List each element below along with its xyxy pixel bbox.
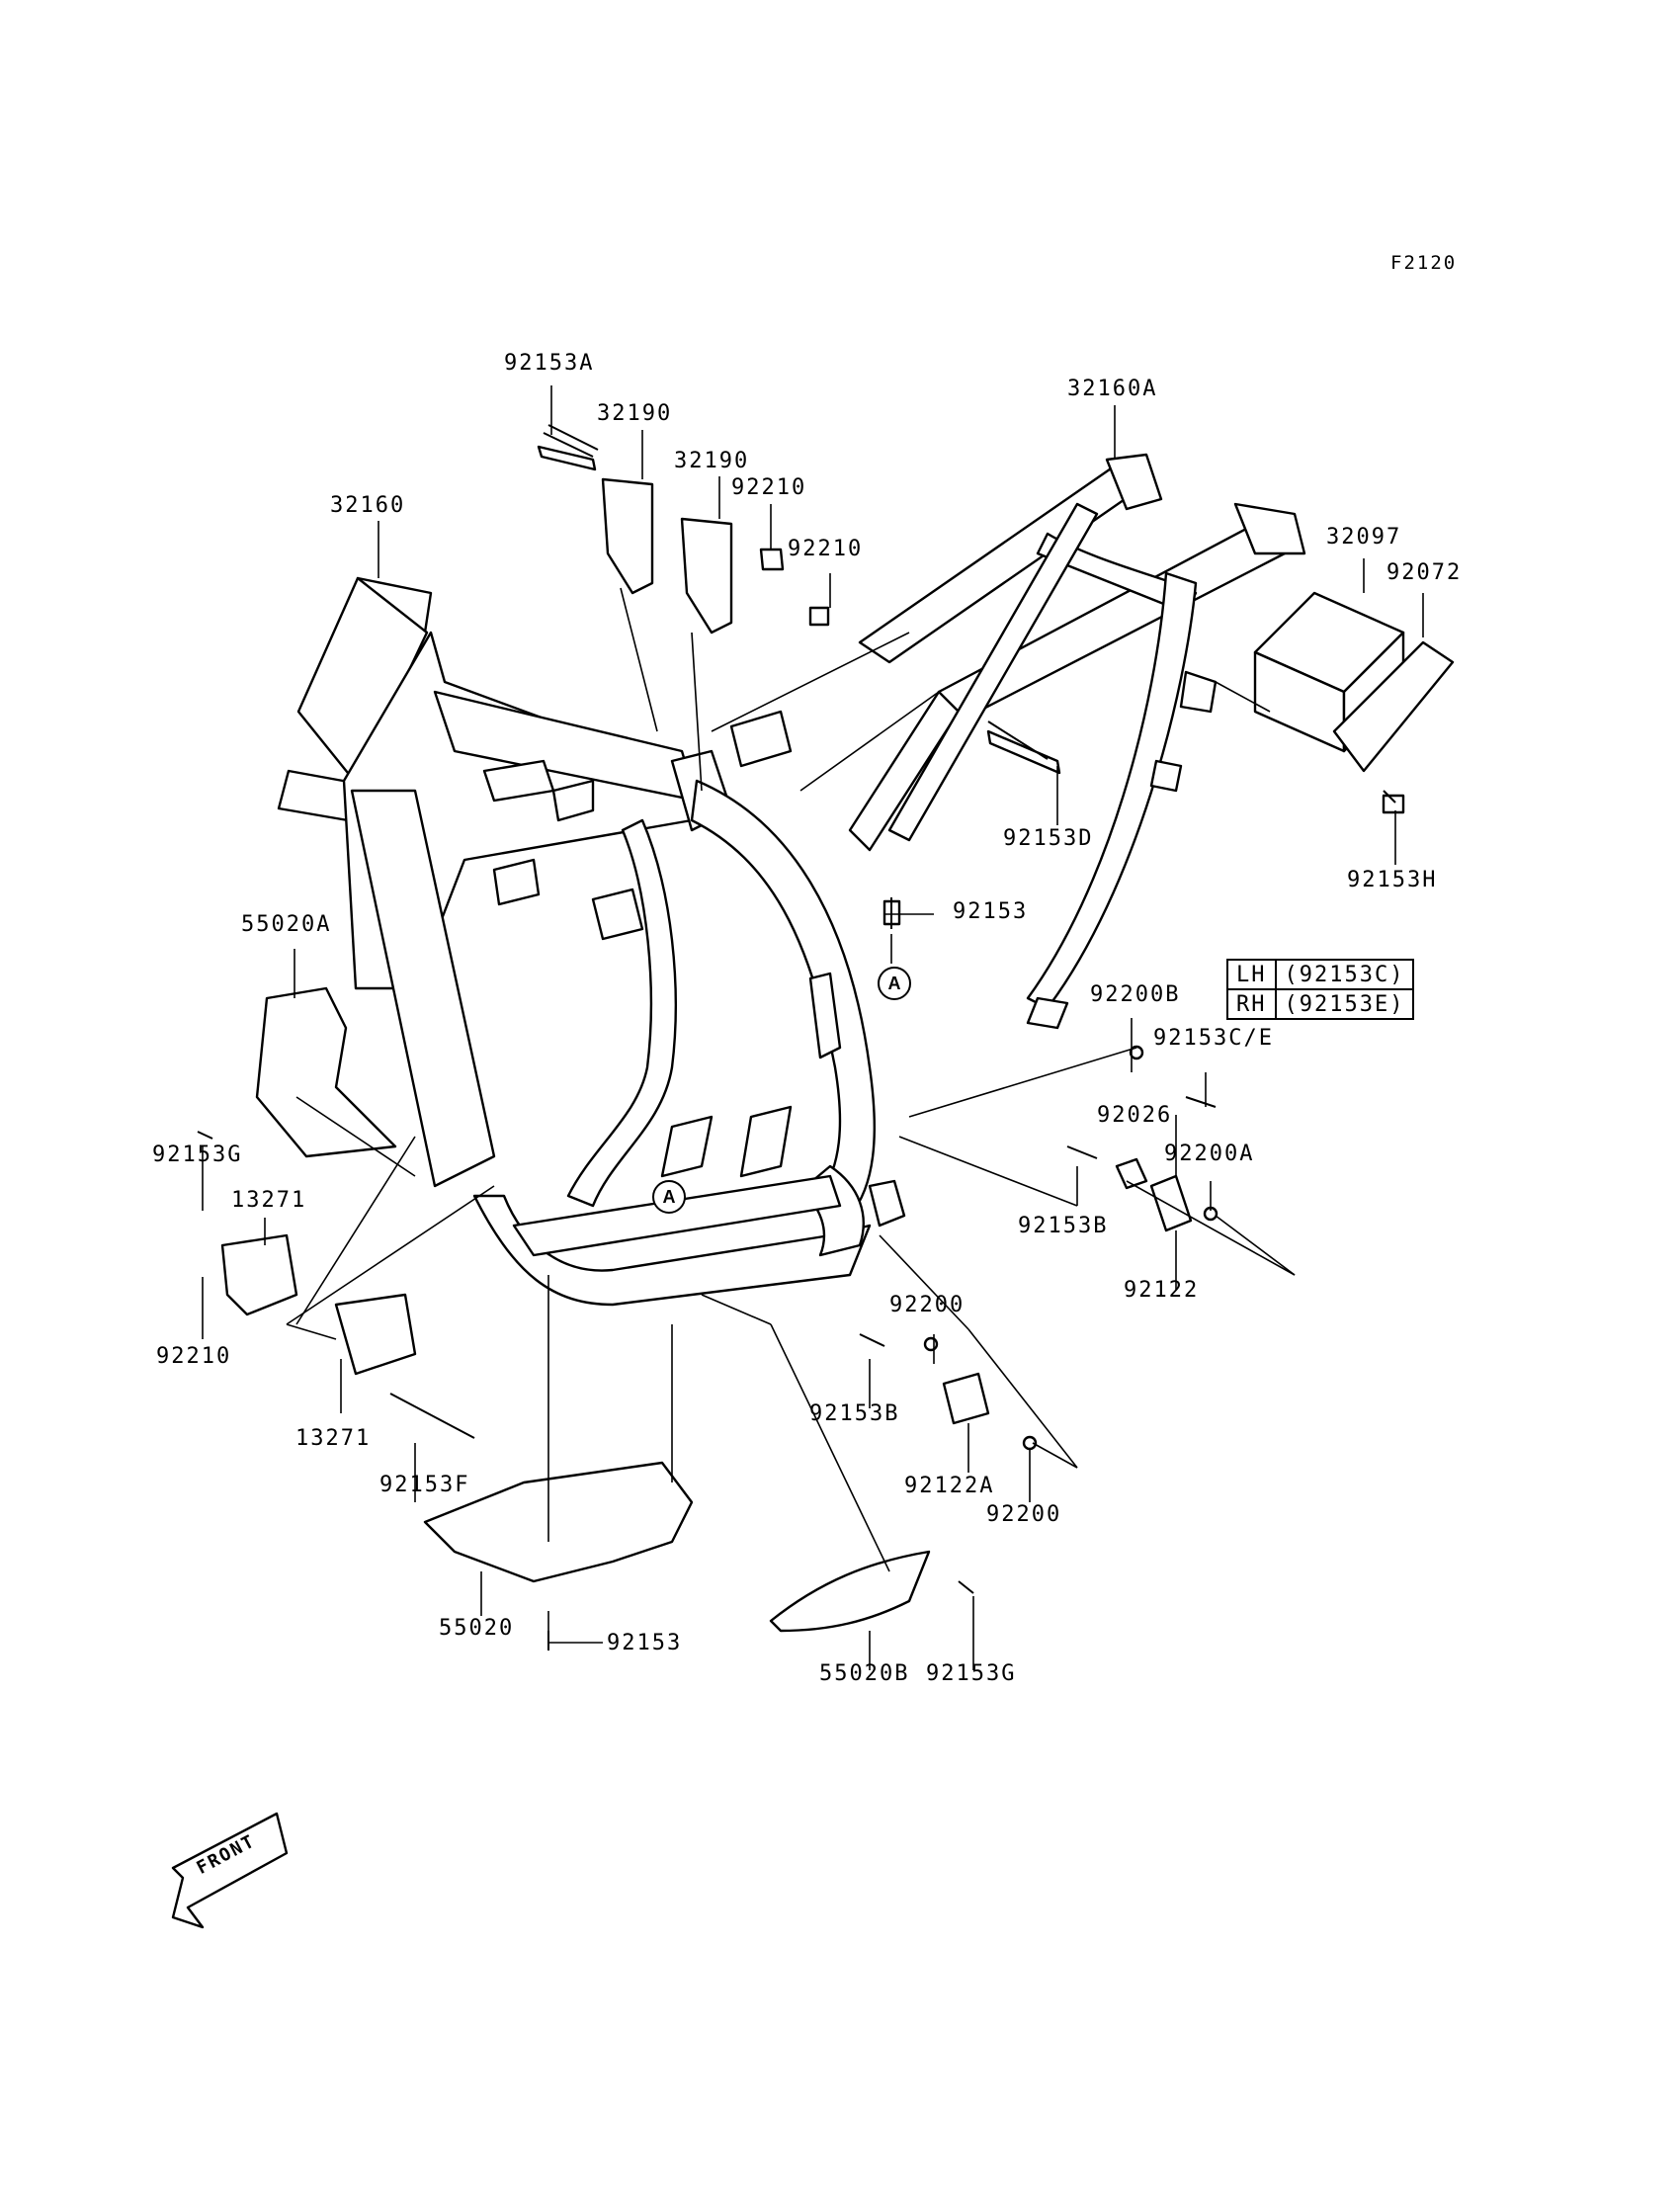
label-92210-b: 92210 [788, 537, 864, 561]
label-92153D: 92153D [1003, 826, 1094, 851]
label-92200-b: 92200 [986, 1502, 1062, 1527]
label-32097: 32097 [1326, 525, 1402, 550]
label-92122A: 92122A [904, 1474, 995, 1498]
bolts [197, 424, 1396, 1651]
leader-lines [202, 385, 1424, 1670]
label-92200B: 92200B [1090, 982, 1181, 1007]
part-cell: (92153E) [1274, 988, 1415, 1020]
cdi-unit [1253, 591, 1455, 773]
label-32190-a: 32190 [597, 401, 673, 426]
label-92200-a: 92200 [889, 1293, 966, 1317]
table-row: LH (92153C) [1226, 959, 1415, 990]
label-13271-b: 13271 [295, 1426, 372, 1451]
frame-assembly [277, 576, 906, 1307]
engine-brackets [537, 445, 1405, 926]
label-92153B-b: 92153B [809, 1401, 900, 1426]
label-92072: 92072 [1386, 560, 1463, 585]
label-92122: 92122 [1124, 1278, 1200, 1303]
label-55020: 55020 [439, 1616, 515, 1641]
label-32160: 32160 [330, 493, 406, 518]
label-92153G-b: 92153G [926, 1661, 1017, 1686]
callout-a-top: A [878, 967, 911, 1000]
subframe-assembly [848, 453, 1306, 1030]
label-92153G-a: 92153G [152, 1143, 243, 1167]
label-92153F: 92153F [379, 1473, 470, 1497]
side-variant-table: LH (92153C) RH (92153E) [1226, 959, 1415, 1020]
front-arrow-icon [171, 1812, 289, 1929]
label-13271-a: 13271 [231, 1188, 307, 1213]
label-92210-a: 92210 [731, 475, 807, 500]
callout-a-bottom: A [652, 1180, 686, 1214]
figure-code: F2120 [1390, 252, 1458, 274]
label-55020B: 55020B [819, 1661, 910, 1686]
part-cell: (92153C) [1274, 959, 1415, 990]
label-32190-b: 32190 [674, 449, 750, 473]
label-92153B-a: 92153B [1018, 1214, 1109, 1238]
table-row: RH (92153E) [1226, 988, 1415, 1020]
label-92153C-E: 92153C/E [1153, 1026, 1274, 1051]
label-92153-b: 92153 [607, 1631, 683, 1655]
label-92153A: 92153A [504, 351, 595, 376]
label-32160A: 32160A [1067, 377, 1158, 401]
side-cell: RH [1226, 988, 1277, 1020]
label-92153H: 92153H [1347, 868, 1438, 892]
label-92153-a: 92153 [953, 899, 1029, 924]
guard-parts [220, 986, 1218, 1633]
label-92200A: 92200A [1164, 1142, 1255, 1166]
label-92210-c: 92210 [156, 1344, 232, 1369]
label-55020A: 55020A [241, 912, 332, 937]
label-92026: 92026 [1097, 1103, 1173, 1128]
side-cell: LH [1226, 959, 1277, 990]
